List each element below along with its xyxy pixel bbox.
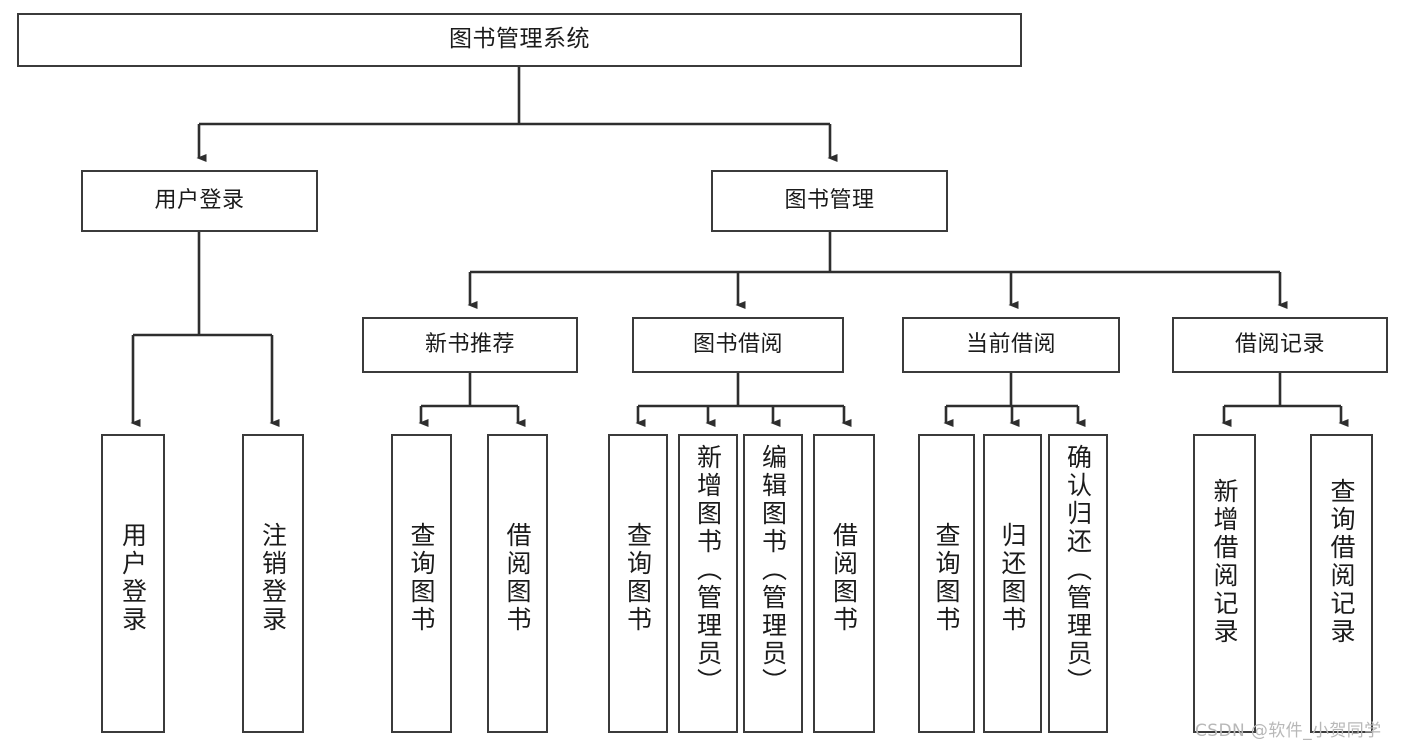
node-label: 新增借阅记录	[1210, 478, 1239, 646]
node-book-management[interactable]: 图书管理	[711, 170, 948, 232]
node-label: 注销登录	[258, 522, 288, 634]
node-label: 新书推荐	[424, 331, 515, 357]
leaf-borrow-books-recommend[interactable]: 借阅图书	[487, 434, 548, 733]
node-label: 借阅图书	[503, 522, 532, 634]
leaf-add-book-admin[interactable]: 新增图书（管理员）	[678, 434, 738, 733]
node-label: 查询图书	[407, 522, 436, 634]
node-label: 借阅图书	[829, 522, 859, 634]
leaf-borrow-books[interactable]: 借阅图书	[813, 434, 875, 733]
leaf-return-books[interactable]: 归还图书	[983, 434, 1042, 733]
node-label: 查询图书	[623, 522, 653, 634]
node-label: 编辑图书（管理员）	[758, 444, 788, 696]
node-label: 查询图书	[932, 522, 961, 634]
leaf-edit-book-admin[interactable]: 编辑图书（管理员）	[743, 434, 803, 733]
node-label: 新增图书（管理员）	[693, 444, 723, 696]
node-label: 当前借阅	[965, 331, 1056, 357]
leaf-add-borrow-record[interactable]: 新增借阅记录	[1193, 434, 1256, 733]
leaf-query-books-current[interactable]: 查询图书	[918, 434, 975, 733]
leaf-confirm-return-admin[interactable]: 确认归还（管理员）	[1048, 434, 1108, 733]
leaf-query-books-recommend[interactable]: 查询图书	[391, 434, 452, 733]
node-label: 查询借阅记录	[1327, 478, 1356, 646]
node-label: 借阅记录	[1234, 331, 1325, 357]
node-book-borrow[interactable]: 图书借阅	[632, 317, 844, 373]
node-label: 归还图书	[998, 522, 1027, 634]
node-label: 图书管理	[784, 187, 875, 213]
leaf-query-borrow-record[interactable]: 查询借阅记录	[1310, 434, 1373, 733]
node-label: 用户登录	[154, 187, 245, 213]
csdn-watermark: CSDN @软件_小贺同学	[1195, 721, 1382, 741]
node-new-book-recommend[interactable]: 新书推荐	[362, 317, 578, 373]
node-root-system[interactable]: 图书管理系统	[17, 13, 1022, 67]
node-label: 图书管理系统	[449, 26, 590, 53]
node-label: 图书借阅	[692, 331, 783, 357]
node-label: 确认归还（管理员）	[1063, 444, 1093, 696]
node-current-borrow[interactable]: 当前借阅	[902, 317, 1120, 373]
node-user-login[interactable]: 用户登录	[81, 170, 318, 232]
node-label: 用户登录	[118, 522, 148, 634]
node-borrow-records[interactable]: 借阅记录	[1172, 317, 1388, 373]
leaf-user-login[interactable]: 用户登录	[101, 434, 165, 733]
leaf-query-books-borrow[interactable]: 查询图书	[608, 434, 668, 733]
leaf-logout[interactable]: 注销登录	[242, 434, 304, 733]
